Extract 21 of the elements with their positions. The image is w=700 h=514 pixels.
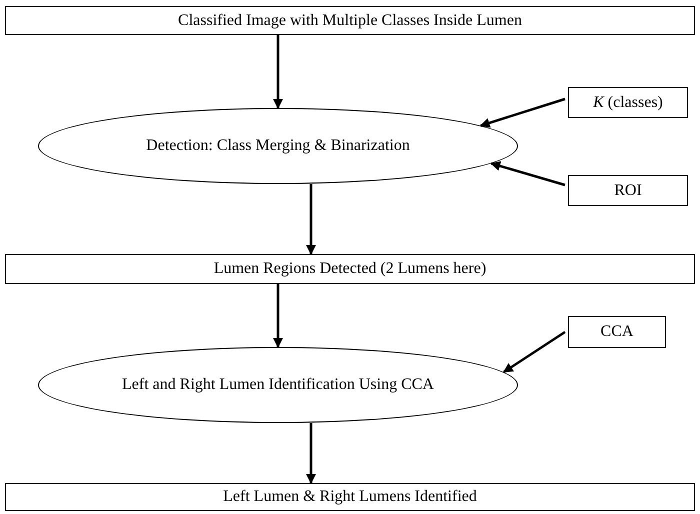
arrow bbox=[480, 98, 566, 128]
process-box bbox=[568, 87, 688, 118]
arrow bbox=[273, 35, 283, 109]
node-label: Left and Right Lumen Identification Using CCA bbox=[122, 374, 434, 395]
node-label: ROI bbox=[614, 182, 642, 200]
arrow bbox=[306, 423, 316, 484]
node-label: Classified Image with Multiple Classes Inside Lumen bbox=[178, 12, 522, 30]
node-label: Left Lumen & Right Lumens Identified bbox=[223, 488, 477, 506]
arrow bbox=[273, 284, 283, 348]
arrow bbox=[502, 330, 566, 374]
process-box bbox=[5, 483, 695, 511]
node-label: K (classes) bbox=[593, 94, 663, 112]
node-label: CCA bbox=[600, 323, 634, 341]
node-label: Lumen Regions Detected (2 Lumens here) bbox=[214, 260, 486, 278]
process-box bbox=[5, 254, 695, 284]
process-box bbox=[568, 175, 688, 206]
arrow bbox=[490, 161, 566, 186]
arrow bbox=[306, 184, 316, 255]
node-label: Detection: Class Merging & Binarization bbox=[146, 136, 410, 156]
process-box bbox=[5, 6, 695, 35]
process-box bbox=[568, 316, 666, 348]
